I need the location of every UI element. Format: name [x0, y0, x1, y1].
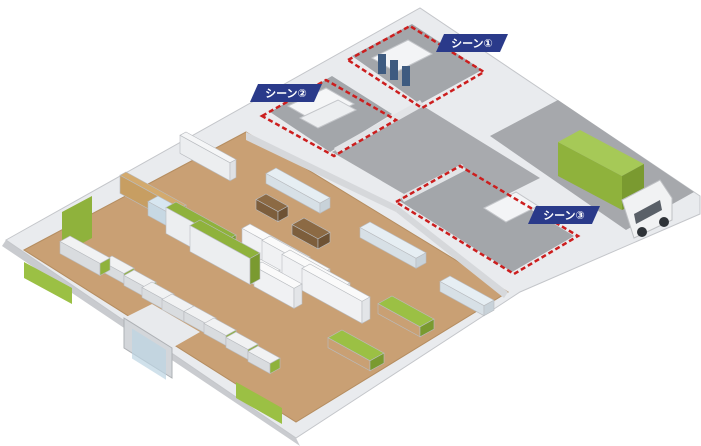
produce-table-3 [291, 217, 331, 250]
service-counter [59, 235, 111, 277]
room-scene1-floor [352, 24, 482, 104]
sales-floor-fixtures [59, 131, 495, 375]
green-planter-bottom [236, 382, 282, 424]
scene1-label: シーン① [451, 37, 493, 50]
freezer-case-3 [189, 219, 261, 286]
scene1-outline [345, 24, 487, 110]
room-scene3-floor [398, 166, 574, 272]
deli-case-3 [439, 275, 495, 317]
wall-scene3-back [400, 164, 466, 202]
shelf-unit-3 [301, 263, 371, 324]
scene3-badge: シーン③ [528, 206, 600, 224]
scene2-badge: シーン② [250, 84, 322, 102]
deli-case-2 [359, 221, 427, 269]
wall-corridor [334, 100, 424, 154]
deli-case-1 [265, 167, 331, 214]
scene1-freezers [370, 39, 434, 86]
interior-walls [246, 100, 508, 298]
scene3-outline [393, 164, 581, 276]
truck-icon [558, 130, 673, 239]
produce-table-4 [255, 193, 289, 223]
scene1-badge: シーン① [436, 34, 508, 52]
produce-table-1 [327, 329, 385, 372]
checkout-counter-7 [247, 345, 281, 375]
wall-shelf-back [179, 131, 237, 182]
entrance-doors [123, 304, 200, 380]
wall-right-sales [396, 206, 508, 298]
scene3-label: シーン③ [543, 209, 585, 222]
checkout-counter-6 [225, 331, 259, 361]
produce-table-2 [377, 295, 435, 338]
scene2-label: シーン② [265, 87, 307, 100]
green-planter-left [24, 262, 72, 304]
wall-back-sales [246, 132, 398, 212]
